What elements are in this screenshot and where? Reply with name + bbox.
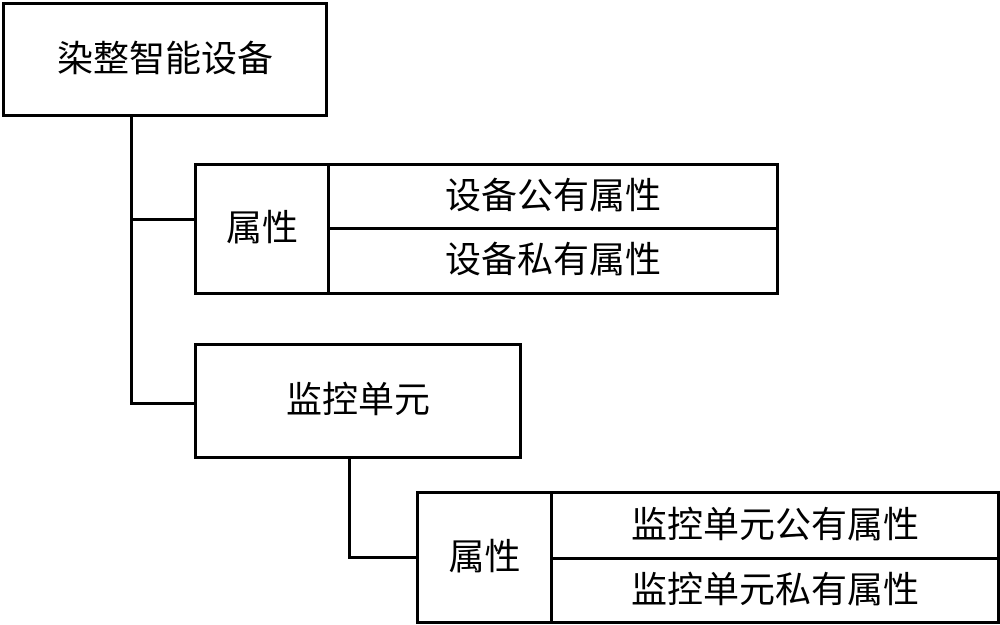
device-private-attributes: 设备私有属性: [330, 230, 776, 292]
device-public-attributes: 设备公有属性: [330, 166, 776, 230]
monitor-attributes-label-cell: 属性: [419, 494, 553, 621]
connector-to-monitor-attributes: [348, 556, 418, 559]
connector-monitor-trunk: [348, 457, 351, 559]
monitor-attributes-group: 属性 监控单元公有属性 监控单元私有属性: [416, 491, 1000, 624]
connector-to-monitor-unit: [130, 402, 196, 405]
monitor-public-attributes-label: 监控单元公有属性: [630, 504, 919, 546]
device-private-attributes-label: 设备私有属性: [444, 240, 661, 281]
device-attributes-label-cell: 属性: [197, 166, 330, 292]
monitor-private-attributes: 监控单元私有属性: [553, 560, 997, 621]
monitor-public-attributes: 监控单元公有属性: [553, 494, 997, 560]
connector-root-trunk: [130, 115, 133, 405]
device-attributes-group: 属性 设备公有属性 设备私有属性: [194, 163, 779, 295]
monitor-attributes-label: 属性: [448, 536, 521, 578]
monitor-unit-label: 监控单元: [285, 380, 430, 421]
connector-to-device-attributes: [130, 218, 196, 221]
device-public-attributes-label: 设备公有属性: [444, 175, 661, 217]
root-node: 染整智能设备: [2, 2, 328, 117]
device-attributes-label: 属性: [225, 208, 298, 249]
monitor-unit-node: 监控单元: [194, 343, 522, 459]
root-node-label: 染整智能设备: [56, 38, 273, 80]
monitor-private-attributes-label: 监控单元私有属性: [630, 569, 919, 611]
